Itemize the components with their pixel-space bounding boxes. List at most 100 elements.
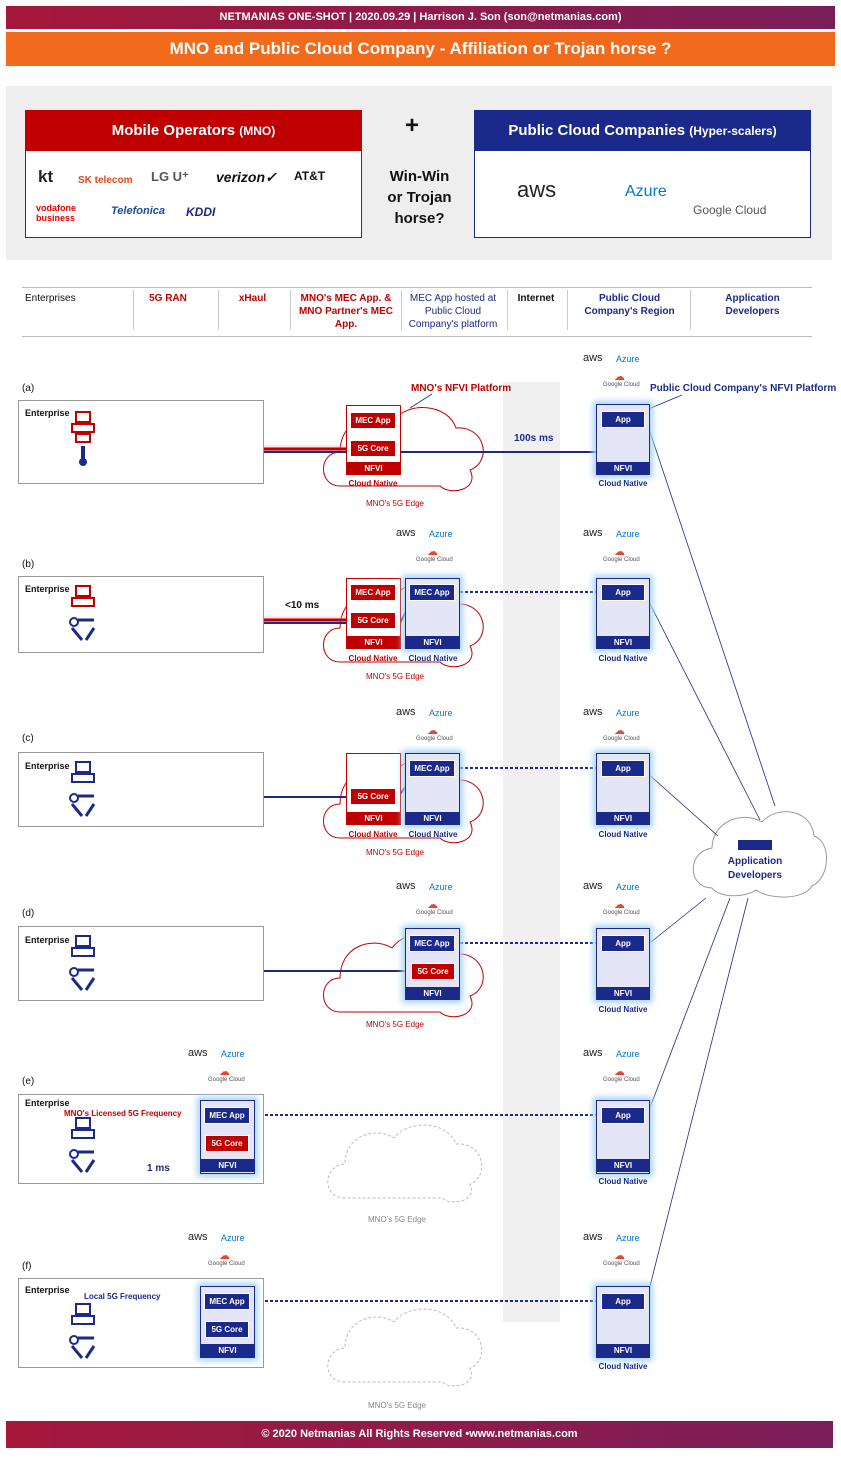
col-separator <box>218 290 219 330</box>
vodafone-logo: vodafone business <box>36 203 77 223</box>
robot-arm-icon <box>69 585 96 641</box>
mno-suffix: (MNO) <box>239 124 276 138</box>
col-separator <box>507 290 508 330</box>
cloud-native-label: Cloud Native <box>408 830 458 839</box>
licensed-frequency-label: MNO's Licensed 5G Frequency <box>64 1109 182 1118</box>
google-cloud-icon: ☁ <box>614 1066 625 1078</box>
footer: © 2020 Netmanias All Rights Reserved •ww… <box>6 1421 833 1448</box>
google-cloud-logo: Google Cloud <box>416 910 453 916</box>
core-mno: 5G Core <box>411 963 455 980</box>
nfvi-bar: NFVI <box>405 636 460 649</box>
core-mno: 5G Core <box>350 440 396 457</box>
google-cloud-icon: ☁ <box>614 546 625 558</box>
mec-app-hosted: MEC App <box>409 760 455 777</box>
mec-app-mno: MEC App <box>350 584 396 601</box>
cloud-native-label: Cloud Native <box>348 479 398 488</box>
cloud-native-label: Cloud Native <box>598 830 648 839</box>
cloud-native-label: Cloud Native <box>598 654 648 663</box>
cloud-provider-logos: aws Azure Google Cloud ☁ <box>583 880 663 920</box>
app-developers-label: Application Developers <box>727 856 783 881</box>
core-mno: 5G Core <box>350 788 396 805</box>
cloud-native-label: Cloud Native <box>598 479 648 488</box>
row-label-b: (b) <box>22 559 35 570</box>
kt-logo: kt <box>38 167 54 186</box>
mec-app-onprem: MEC App <box>204 1107 250 1124</box>
enterprise-box-a <box>18 400 264 484</box>
mec-app-mno: MEC App <box>350 412 396 429</box>
top-banner: NETMANIAS ONE-SHOT | 2020.09.29 | Harris… <box>6 6 835 29</box>
azure-logo: Azure <box>616 1049 640 1059</box>
google-cloud-logo: Google Cloud <box>603 382 640 388</box>
google-cloud-icon: ☁ <box>614 899 625 911</box>
cloud-provider-logos: aws Azure Google Cloud ☁ <box>583 1047 663 1087</box>
nfvi-bar: NFVI <box>405 812 460 825</box>
cloud-native-label: Cloud Native <box>598 1177 648 1186</box>
cloud-native-label: Cloud Native <box>348 830 398 839</box>
azure-logo: Azure <box>616 882 640 892</box>
col-separator <box>690 290 691 330</box>
azure-logo: Azure <box>625 183 667 200</box>
nfvi-bar: NFVI <box>346 636 401 649</box>
mno-heading: Mobile Operators (MNO) <box>26 111 361 151</box>
row-label-a: (a) <box>22 383 35 394</box>
google-cloud-icon: ☁ <box>427 546 438 558</box>
app-dev-cloud <box>692 811 827 898</box>
local-frequency-label: Local 5G Frequency <box>84 1292 161 1301</box>
google-cloud-logo: Google Cloud <box>603 557 640 563</box>
cloud-provider-logos: aws Azure Google Cloud ☁ <box>583 527 663 567</box>
google-cloud-logo: Google Cloud <box>416 736 453 742</box>
google-cloud-logo: Google Cloud <box>416 557 453 563</box>
azure-logo: Azure <box>616 1233 640 1243</box>
nfvi-bar: NFVI <box>200 1159 255 1172</box>
aws-logo: aws <box>583 1047 603 1059</box>
edge-label: MNO's 5G Edge <box>368 1215 426 1224</box>
edge-cloud-empty <box>327 1308 483 1387</box>
google-cloud-icon: ☁ <box>614 725 625 737</box>
google-cloud-logo: Google Cloud <box>208 1261 245 1267</box>
enterprise-label: Enterprise <box>25 584 70 594</box>
verizon-logo: verizon✓ <box>216 169 277 185</box>
robot-arm-icon <box>69 935 96 991</box>
nfvi-bar: NFVI <box>596 462 650 475</box>
app-tag: App <box>601 935 645 952</box>
app-tag: App <box>601 1293 645 1310</box>
azure-logo: Azure <box>616 354 640 364</box>
cloud-provider-logos: aws Azure Google Cloud ☁ <box>583 1231 663 1271</box>
nfvi-bar: NFVI <box>346 812 401 825</box>
aws-logo: aws <box>517 177 557 202</box>
enterprise-label: Enterprise <box>25 935 70 945</box>
azure-logo: Azure <box>616 708 640 718</box>
col-mec-hosted: MEC App hosted at Public Cloud Company's… <box>408 293 498 330</box>
lgu-logo: LG U⁺ <box>151 169 189 184</box>
mno-box: Mobile Operators (MNO) kt SK telecom LG … <box>25 110 362 238</box>
google-cloud-logo: Google Cloud <box>603 1261 640 1267</box>
nfvi-bar: NFVI <box>596 987 650 1000</box>
google-cloud-logo: Google Cloud <box>693 203 767 217</box>
row-label-c: (c) <box>22 733 34 744</box>
question-line-3: horse? <box>394 210 445 227</box>
question-line-1: Win-Win <box>389 168 450 185</box>
cloud-native-label: Cloud Native <box>408 654 458 663</box>
header-rule-top <box>22 287 812 288</box>
public-cloud-heading: Public Cloud Companies (Hyper-scalers) <box>475 111 810 151</box>
col-separator <box>290 290 291 330</box>
developer-links <box>409 393 776 1303</box>
col-region: Public Cloud Company's Region <box>584 293 675 317</box>
public-cloud-suffix: (Hyper-scalers) <box>689 124 777 138</box>
latency-10ms: <10 ms <box>285 600 320 611</box>
google-cloud-icon: ☁ <box>614 1250 625 1262</box>
mno-nfvi-platform-label: MNO's NFVI Platform <box>411 383 512 394</box>
question-text: Win-Win or Trojan horse? <box>372 166 467 229</box>
edge-label: MNO's 5G Edge <box>368 1401 426 1410</box>
azure-logo: Azure <box>429 708 453 718</box>
question-line-2: or Trojan <box>387 189 452 206</box>
row-label-f: (f) <box>22 1261 32 1272</box>
kddi-logo: KDDI <box>186 205 216 219</box>
app-tag: App <box>601 760 645 777</box>
cloud-provider-logos: aws Azure Google Cloud ☁ <box>396 880 476 920</box>
mec-app-hosted: MEC App <box>409 584 455 601</box>
aws-logo: aws <box>583 706 603 718</box>
google-cloud-icon: ☁ <box>427 899 438 911</box>
enterprise-label: Enterprise <box>25 1098 70 1108</box>
google-cloud-logo: Google Cloud <box>603 1077 640 1083</box>
